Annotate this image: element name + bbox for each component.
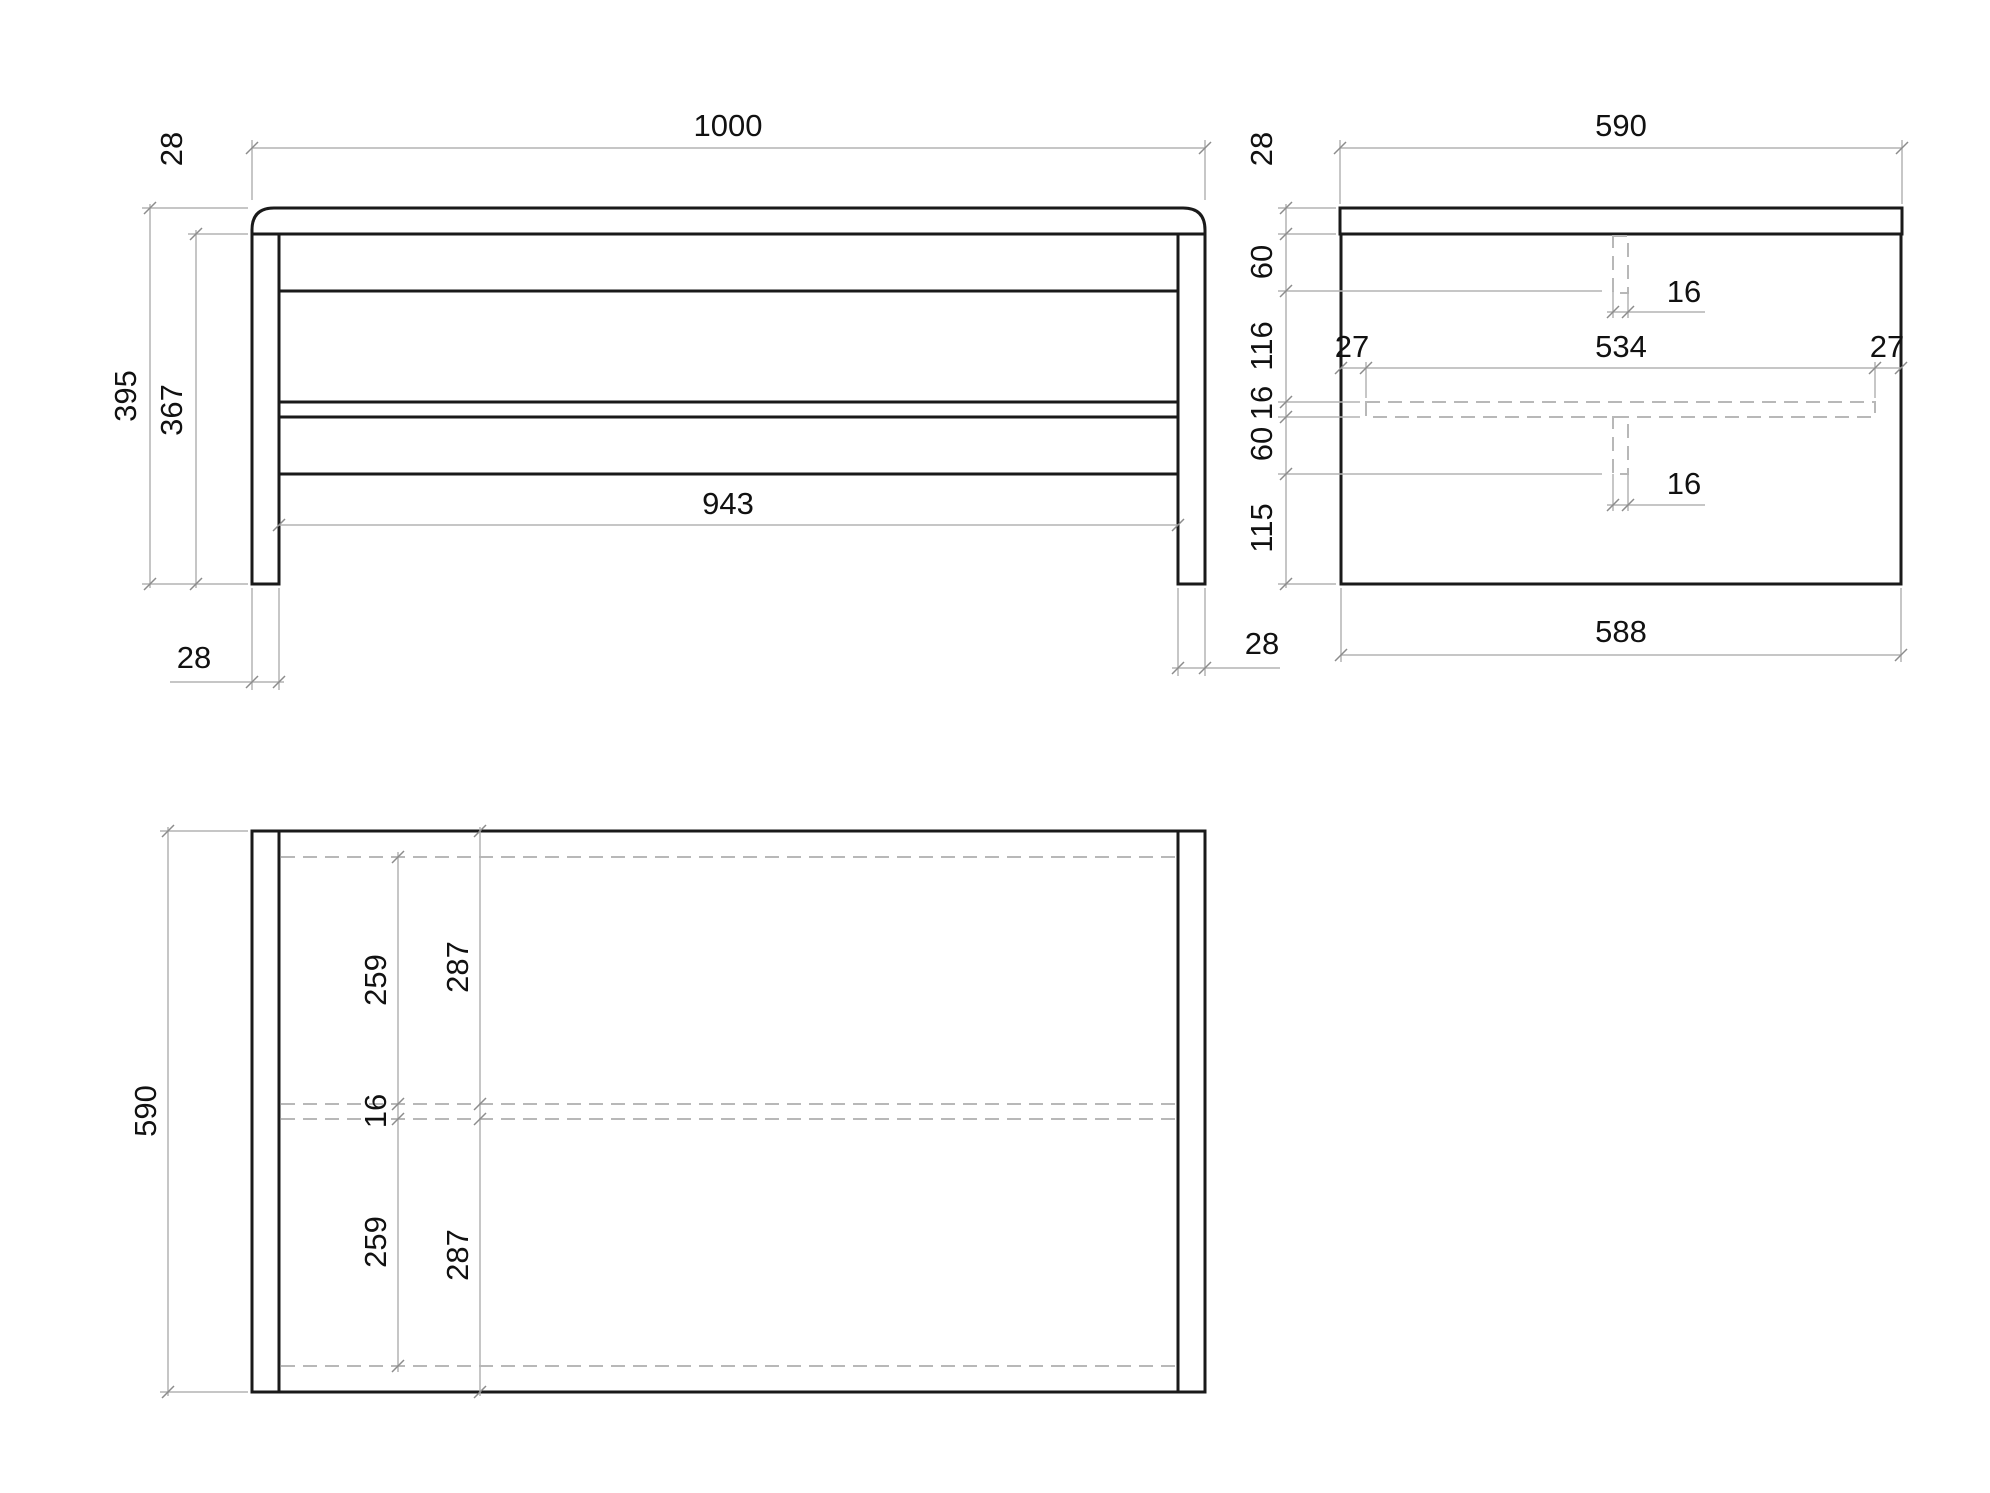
dim-label-side-gap-lower: 115 [1244, 503, 1279, 552]
dim-tick [272, 675, 286, 689]
dim-tick [1894, 648, 1908, 662]
dim-tick [189, 577, 203, 591]
dim-tick [1279, 395, 1293, 409]
dim-label-half-inner-lower: 259 [358, 1216, 393, 1268]
dim-label-upper-divider: 16 [1667, 274, 1701, 309]
dim-label-inner-width: 943 [702, 486, 754, 521]
dim-tick [272, 518, 286, 532]
dim-tick [1894, 361, 1908, 375]
dim-tick [1279, 227, 1293, 241]
front-top-board [250, 206, 1207, 236]
dim-label-side-rail-upper: 60 [1244, 245, 1279, 279]
side-upper-divider-hidden [1612, 235, 1629, 294]
dim-tick [1868, 361, 1882, 375]
dim-tick [391, 1359, 405, 1373]
dim-tick [473, 1385, 487, 1399]
dim-tick [245, 675, 259, 689]
dim-tick [1279, 201, 1293, 215]
dim-label-half-outer-lower: 287 [440, 1229, 475, 1281]
dim-label-total-height: 395 [108, 370, 143, 422]
dim-tick [1334, 361, 1348, 375]
front-view: 1000 943 395 367 28 28 28 [108, 108, 1280, 690]
side-shelf-hidden [1365, 401, 1876, 418]
top-view: 590 259 16 259 287 287 [128, 824, 1207, 1399]
side-body [1339, 232, 1903, 586]
dim-tick [473, 1097, 487, 1111]
dim-tick [1198, 141, 1212, 155]
dim-tick [161, 1385, 175, 1399]
dim-label-inset-right: 27 [1870, 329, 1904, 364]
dim-label-side-gap-upper: 116 [1244, 321, 1279, 370]
top-view-outline [250, 829, 1207, 1394]
dim-tick [1279, 577, 1293, 591]
dim-label-shelf-span: 534 [1595, 329, 1647, 364]
side-lower-divider-hidden [1612, 416, 1629, 475]
dim-tick [1171, 518, 1185, 532]
dim-tick [1171, 661, 1185, 675]
dim-tick [245, 141, 259, 155]
dim-tick [161, 824, 175, 838]
front-right-leg [1176, 232, 1207, 586]
dim-tick [1621, 498, 1635, 512]
dim-label-half-inner-upper: 259 [358, 954, 393, 1006]
dim-tick [1606, 305, 1620, 319]
dim-tick [1333, 141, 1347, 155]
side-view: 590 588 28 60 116 16 60 115 [1244, 108, 1909, 662]
dim-tick [1606, 498, 1620, 512]
dim-label-side-top-width: 590 [1595, 108, 1647, 143]
dim-tick [473, 824, 487, 838]
dim-label-leg-height: 367 [154, 384, 189, 436]
dim-label-top-thickness: 28 [154, 132, 189, 166]
dim-label-top-divider: 16 [358, 1094, 393, 1128]
dim-label-left-leg-width: 28 [177, 640, 211, 675]
dim-tick [1621, 305, 1635, 319]
dim-label-total-width: 1000 [694, 108, 763, 143]
dim-tick [1359, 361, 1373, 375]
dim-label-inset-left: 27 [1335, 329, 1369, 364]
dim-label-side-shelf-thickness: 16 [1244, 386, 1279, 420]
dim-label-top-depth: 590 [128, 1085, 163, 1137]
dim-tick [391, 1097, 405, 1111]
dim-tick [143, 577, 157, 591]
dim-tick [1279, 410, 1293, 424]
dim-tick [143, 201, 157, 215]
dim-tick [1279, 467, 1293, 481]
side-top-board [1338, 206, 1904, 236]
dim-tick [1334, 648, 1348, 662]
dim-label-side-body-width: 588 [1595, 614, 1647, 649]
dim-tick [1895, 141, 1909, 155]
dim-tick [391, 1112, 405, 1126]
dim-label-side-rail-lower: 60 [1244, 427, 1279, 461]
dim-label-half-outer-upper: 287 [440, 941, 475, 993]
dim-label-lower-divider: 16 [1667, 466, 1701, 501]
dim-label-side-top-thickness: 28 [1244, 132, 1279, 166]
dim-label-right-leg-width: 28 [1245, 626, 1279, 661]
dim-tick [1198, 661, 1212, 675]
front-left-leg [250, 232, 281, 586]
dim-tick [189, 227, 203, 241]
dim-tick [1279, 284, 1293, 298]
dim-tick [391, 850, 405, 864]
dim-tick [473, 1112, 487, 1126]
